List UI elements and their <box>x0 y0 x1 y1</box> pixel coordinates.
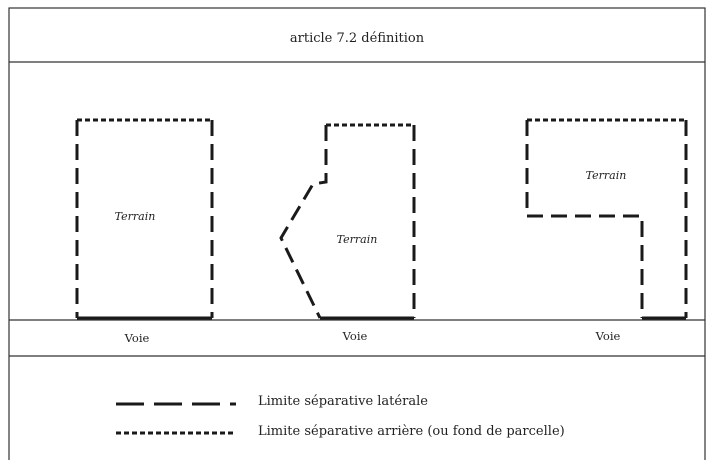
legend: Limite séparative latérale Limite sépara… <box>116 394 565 439</box>
figure-border <box>8 7 706 465</box>
parcel-1-terrain-label: Terrain <box>115 210 156 223</box>
parcel-2-terrain-label: Terrain <box>337 233 378 246</box>
parcel-3-lateral-limit-inner <box>527 214 644 318</box>
parcel-2-lateral-limit-left <box>279 125 328 319</box>
legend-rear-label: Limite séparative arrière (ou fond de pa… <box>258 424 565 439</box>
parcel-3-voie-label: Voie <box>595 329 621 343</box>
parcel-2: Terrain Voie <box>279 123 416 343</box>
figure-title: article 7.2 définition <box>290 31 425 46</box>
legend-lateral-label: Limite séparative latérale <box>258 394 428 409</box>
parcel-1: Terrain Voie <box>75 118 214 345</box>
parcel-3-terrain-label: Terrain <box>586 169 627 182</box>
parcel-1-voie-label: Voie <box>124 331 150 345</box>
parcel-2-voie-label: Voie <box>342 329 368 343</box>
parcel-3: Terrain Voie <box>525 118 688 343</box>
